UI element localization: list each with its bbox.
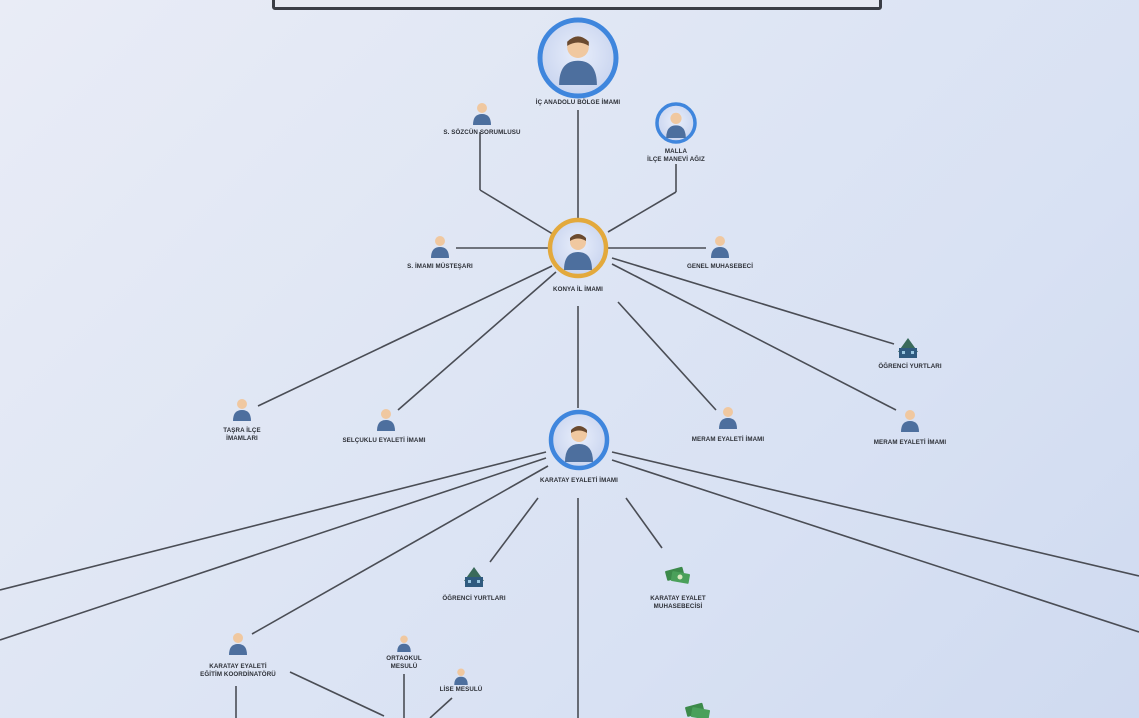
- person-icon: [431, 236, 449, 258]
- node-ortaokul-mesulu: ORTAOKUL MESULÜ: [386, 635, 422, 670]
- node-selcuklu-eyaleti-imami: SELÇUKLU EYALETİ İMAMI: [342, 409, 426, 444]
- node-label: MESULÜ: [391, 663, 418, 670]
- node-s-imami-mustesari: S. İMAMI MÜSTEŞARI: [407, 236, 473, 270]
- node-genel-muhasebeci: GENEL MUHASEBECİ: [687, 236, 753, 270]
- node-label: S. İMAMI MÜSTEŞARI: [407, 263, 473, 270]
- node-label: İMAMLARI: [226, 435, 258, 442]
- node-label: GENEL MUHASEBECİ: [687, 263, 753, 270]
- node-tasra-ilce-imamlari: TAŞRA İLÇE İMAMLARI: [223, 399, 261, 442]
- person-icon: [233, 399, 251, 421]
- person-icon: [711, 236, 729, 258]
- person-icon: [559, 36, 597, 85]
- person-icon: [473, 103, 491, 125]
- node-label: SELÇUKLU EYALETİ İMAMI: [342, 437, 425, 444]
- person-icon: [454, 668, 468, 685]
- person-icon: [666, 112, 686, 138]
- node-karatay-eyalet-muhasebecisi: KARATAY EYALET MUHASEBECİSİ: [650, 566, 706, 610]
- node-ogrenci-yurtlari-top: ÖĞRENCİ YURTLARI: [878, 338, 942, 370]
- node-konya-il-imami: KONYA İL İMAMI: [547, 217, 609, 293]
- person-icon: [229, 633, 247, 655]
- node-label: KARATAY EYALETİ: [209, 663, 267, 670]
- node-label: MERAM EYALETİ İMAMI: [874, 439, 947, 446]
- node-label: KARATAY EYALET: [650, 595, 706, 602]
- node-lise-mesulu: LİSE MESULÜ: [440, 668, 483, 693]
- node-bolge-imami: İÇ ANADOLU BÖLGE İMAMI: [536, 17, 621, 106]
- node-label: TAŞRA İLÇE: [223, 427, 260, 434]
- node-label: S. SÖZCÜN SORUMLUSU: [443, 129, 521, 136]
- node-label: MERAM EYALETİ İMAMI: [692, 436, 765, 443]
- node-ogrenci-yurtlari: ÖĞRENCİ YURTLARI: [442, 567, 506, 602]
- node-label: ORTAOKUL: [386, 655, 422, 662]
- node-label: KONYA İL İMAMI: [553, 286, 603, 293]
- person-icon: [377, 409, 395, 431]
- person-icon: [397, 635, 411, 652]
- money-icon: [685, 702, 711, 718]
- node-meram-eyaleti-imami-2: MERAM EYALETİ İMAMI: [874, 410, 947, 446]
- person-icon: [565, 426, 593, 462]
- money-icon: [665, 566, 691, 584]
- node-karatay-egitim-koordinatoru: KARATAY EYALETİ EĞİTİM KOORDİNATÖRÜ: [200, 633, 276, 678]
- node-label: ÖĞRENCİ YURTLARI: [442, 594, 506, 602]
- person-icon: [564, 234, 592, 270]
- person-icon: [901, 410, 919, 432]
- building-icon: [464, 567, 484, 587]
- node-label: MUHASEBECİSİ: [654, 603, 703, 610]
- node-karatay-eyaleti-imami: KARATAY EYALETİ İMAMI: [540, 409, 618, 484]
- building-icon: [898, 338, 918, 358]
- node-label: İÇ ANADOLU BÖLGE İMAMI: [536, 99, 621, 106]
- title-frame: [272, 0, 882, 10]
- node-label: EĞİTİM KOORDİNATÖRÜ: [200, 670, 276, 678]
- node-malla: MALLA İLÇE MANEVİ AĞIZ: [647, 102, 705, 163]
- node-s-sozcun-sorumlusu: S. SÖZCÜN SORUMLUSU: [443, 103, 521, 136]
- connector-lines: [0, 110, 1139, 718]
- node-meram-eyaleti-imami-1: MERAM EYALETİ İMAMI: [692, 407, 765, 443]
- person-icon: [719, 407, 737, 429]
- node-label: KARATAY EYALETİ İMAMI: [540, 477, 618, 484]
- node-label: İLÇE MANEVİ AĞIZ: [647, 155, 705, 163]
- node-label: ÖĞRENCİ YURTLARI: [878, 362, 942, 370]
- node-label: MALLA: [665, 148, 688, 155]
- node-label: LİSE MESULÜ: [440, 686, 483, 693]
